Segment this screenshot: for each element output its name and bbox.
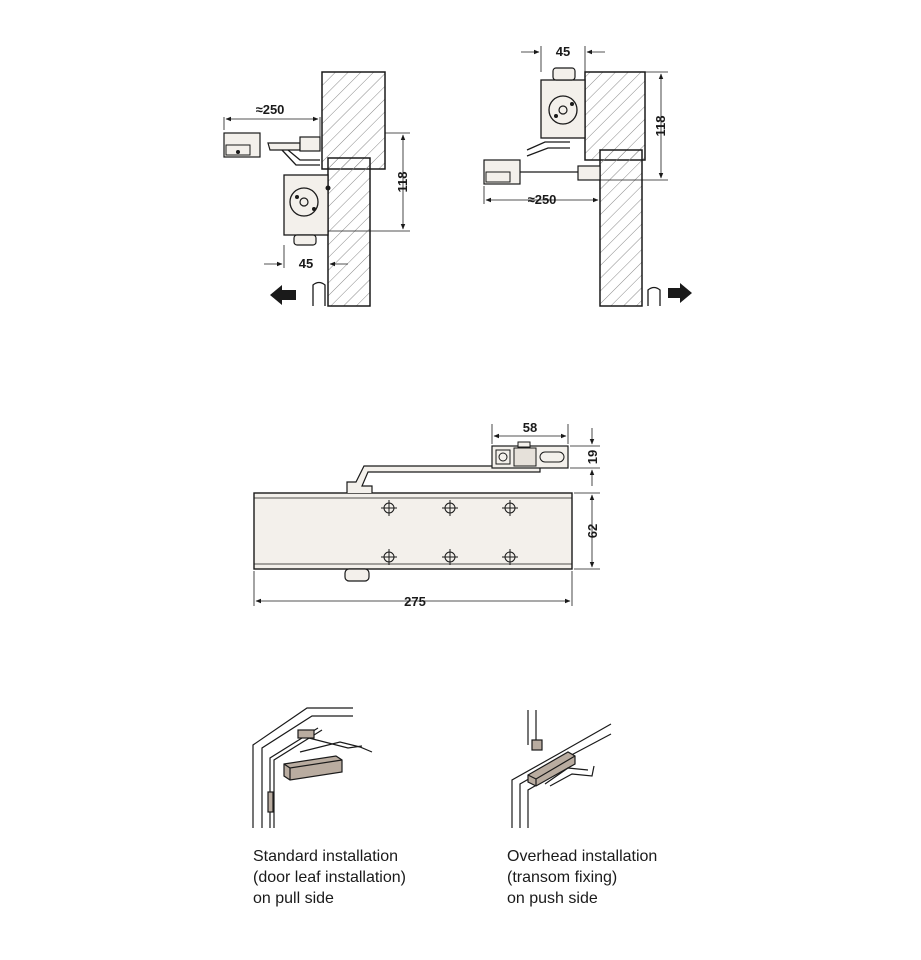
- direction-arrow-left-icon: [270, 285, 296, 305]
- dim-left-height: 118: [395, 172, 410, 193]
- mounting-holes: [381, 500, 518, 565]
- caption-standard-line3: on pull side: [253, 890, 334, 907]
- caption-overhead-line1: Overhead installation: [507, 848, 658, 865]
- overhead-installation-sketch: [511, 710, 612, 828]
- dim-shoe-width: 58: [523, 420, 537, 435]
- standard-installation-sketch: [252, 707, 373, 828]
- direction-arrow-right-icon: [668, 283, 692, 303]
- door-leaf: [327, 157, 371, 307]
- dim-left-arm-length: ≈250: [256, 102, 285, 117]
- door-leaf: [599, 149, 643, 307]
- side-view-pull-side: ≈250 118 45: [223, 71, 410, 307]
- caption-standard-line1: Standard installation: [253, 848, 398, 865]
- transom-frame: [584, 71, 646, 161]
- dim-body-height: 62: [585, 524, 600, 538]
- dim-right-depth: 45: [556, 44, 570, 59]
- dim-body-length: 275: [404, 594, 426, 609]
- front-view: 58 19 62 275: [253, 420, 600, 609]
- caption-standard-installation: Standard installation (door leaf install…: [253, 846, 406, 909]
- dim-shoe-height: 19: [585, 450, 600, 464]
- closer-body: [540, 79, 586, 139]
- caption-overhead-line3: on push side: [507, 890, 598, 907]
- side-view-push-side: 45 118 ≈250: [483, 44, 692, 307]
- caption-standard-line2: (door leaf installation): [253, 869, 406, 886]
- closer-body-front: [253, 492, 573, 570]
- dim-left-depth: 45: [299, 256, 313, 271]
- caption-overhead-installation: Overhead installation (transom fixing) o…: [507, 846, 657, 909]
- dim-right-height: 118: [653, 116, 668, 137]
- door-frame: [321, 71, 386, 170]
- caption-overhead-line2: (transom fixing): [507, 869, 618, 886]
- dim-right-arm-length: ≈250: [528, 192, 557, 207]
